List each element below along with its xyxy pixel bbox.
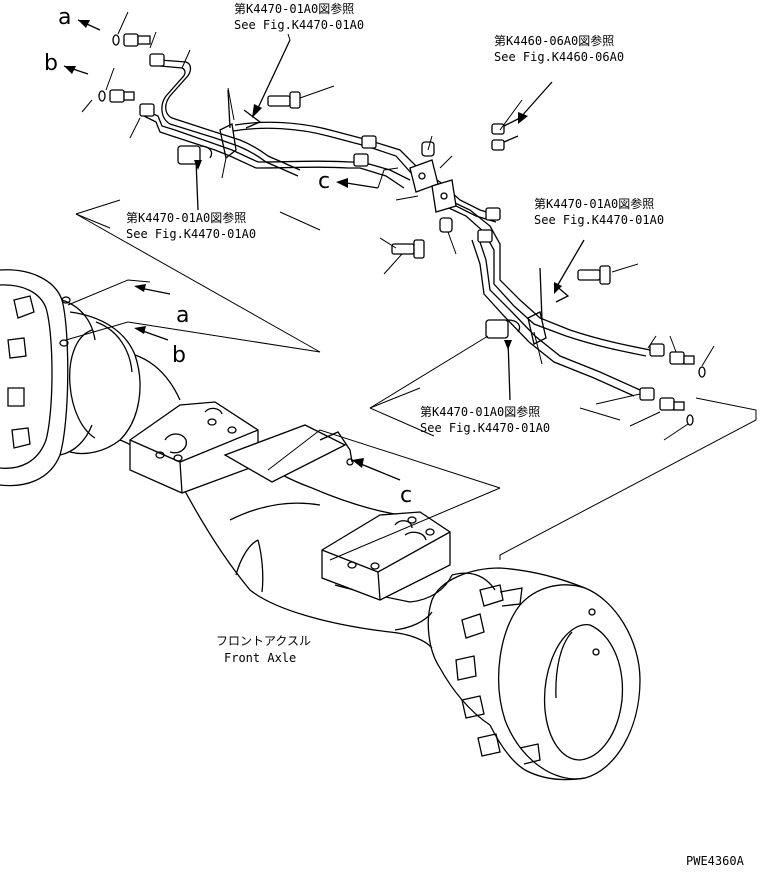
right-wheel-hub	[427, 567, 641, 781]
front-axle	[0, 269, 641, 781]
fitting-a-right	[649, 343, 706, 378]
fitting-b-right	[639, 387, 694, 426]
ref-k4470-mid-en: See Fig.K4470-01A0	[420, 421, 550, 435]
bolt-top	[243, 91, 301, 129]
callout-b-top: b	[44, 51, 58, 76]
ref-k4460-jp: 第K4460-06A0図参照	[494, 33, 614, 48]
axle-housing	[119, 354, 496, 649]
center-plate	[223, 424, 354, 483]
callout-c-axle: c	[400, 483, 412, 508]
callout-a-axle: a	[176, 303, 189, 328]
ref-k4460-en: See Fig.K4460-06A0	[494, 50, 624, 64]
bolt-center	[391, 239, 425, 259]
left-wheel-hub	[0, 269, 141, 487]
axle-label-jp: フロントアクスル	[216, 634, 311, 648]
callout-b-axle: b	[172, 343, 186, 368]
hose-routing	[98, 33, 706, 426]
axle-label-en: Front Axle	[224, 651, 296, 665]
ref-k4470-right-jp: 第K4470-01A0図参照	[534, 196, 654, 211]
ref-k4470-left-en: See Fig.K4470-01A0	[126, 227, 256, 241]
ref-k4470-top-en: See Fig.K4470-01A0	[234, 18, 364, 32]
fitting-b	[98, 89, 155, 117]
drawing-id: PWE4360A	[686, 854, 745, 868]
ref-k4470-left-jp: 第K4470-01A0図参照	[126, 210, 246, 225]
leader-lines	[63, 11, 757, 561]
clamp-right	[485, 265, 611, 345]
mounting-pad-right	[321, 511, 451, 601]
text-labels: a b a b c c 第K4470-01A0図参照 See Fig.K4470…	[44, 1, 745, 868]
ref-k4470-mid-jp: 第K4470-01A0図参照	[420, 404, 540, 419]
ref-k4470-top-jp: 第K4470-01A0図参照	[234, 1, 354, 16]
callout-a-top: a	[58, 5, 71, 30]
clamp-left	[177, 89, 237, 165]
mounting-pad-left	[129, 401, 259, 494]
fitting-a	[112, 33, 165, 67]
ref-k4470-right-en: See Fig.K4470-01A0	[534, 213, 664, 227]
clamp-center	[409, 159, 457, 213]
callout-c-left: c	[318, 169, 330, 194]
